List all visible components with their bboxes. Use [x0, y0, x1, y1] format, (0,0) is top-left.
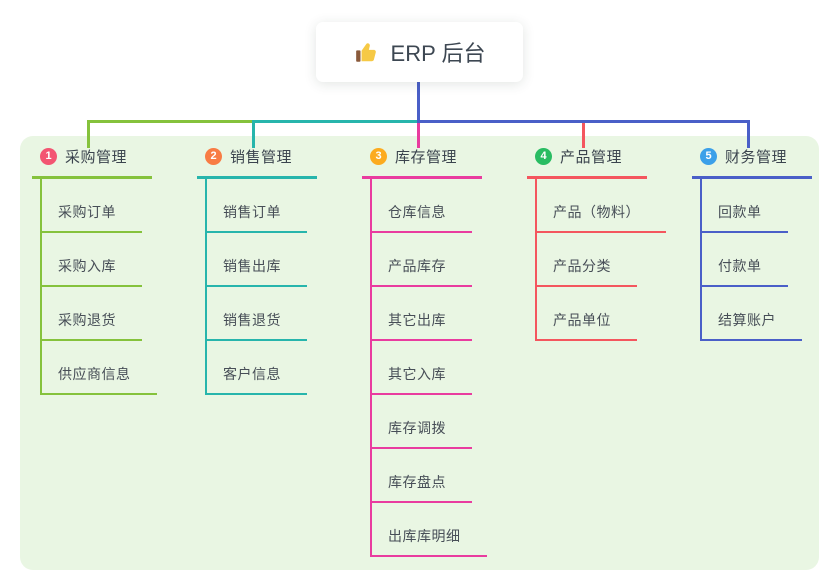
- branches-panel: [20, 136, 819, 570]
- child-node[interactable]: 库存调拨: [370, 395, 487, 449]
- child-node[interactable]: 其它出库: [370, 287, 487, 341]
- branch-number-badge: 2: [205, 148, 222, 165]
- child-node[interactable]: 产品单位: [535, 287, 666, 341]
- child-node[interactable]: 产品（物料）: [535, 179, 666, 233]
- root-connector: [417, 80, 420, 123]
- branch-finance: 5 财务管理 回款单 付款单 结算账户: [692, 146, 812, 341]
- child-node[interactable]: 采购订单: [40, 179, 157, 233]
- child-label: 产品单位: [535, 310, 637, 341]
- child-label: 其它入库: [370, 364, 472, 395]
- branch-label: 销售管理: [230, 149, 293, 166]
- thumbs-up-icon: [354, 39, 380, 65]
- branch-label: 产品管理: [560, 149, 623, 166]
- child-node[interactable]: 销售订单: [205, 179, 317, 233]
- branch-purchase: 1 采购管理 采购订单 采购入库 采购退货 供应商信息: [32, 146, 157, 395]
- child-node[interactable]: 产品分类: [535, 233, 666, 287]
- child-node[interactable]: 出库库明细: [370, 503, 487, 557]
- child-node[interactable]: 库存盘点: [370, 449, 487, 503]
- child-label: 产品（物料）: [535, 202, 666, 233]
- child-label: 采购订单: [40, 202, 142, 233]
- child-node[interactable]: 仓库信息: [370, 179, 487, 233]
- branch-header[interactable]: 2 销售管理: [197, 146, 317, 179]
- child-label: 库存盘点: [370, 472, 472, 503]
- root-node[interactable]: ERP 后台: [316, 22, 523, 82]
- connector-branch-4-drop: [582, 120, 585, 148]
- child-label: 销售出库: [205, 256, 307, 287]
- branch-number-badge: 4: [535, 148, 552, 165]
- branch-label: 库存管理: [395, 149, 458, 166]
- branch-children: 仓库信息 产品库存 其它出库 其它入库 库存调拨 库存盘点 出库库明细: [370, 179, 487, 557]
- child-label: 回款单: [700, 202, 788, 233]
- child-label: 产品库存: [370, 256, 472, 287]
- branch-number-badge: 1: [40, 148, 57, 165]
- branch-children: 销售订单 销售出库 销售退货 客户信息: [205, 179, 317, 395]
- child-label: 客户信息: [205, 364, 307, 395]
- child-label: 销售订单: [205, 202, 307, 233]
- child-label: 库存调拨: [370, 418, 472, 449]
- child-label: 销售退货: [205, 310, 307, 341]
- branch-children: 产品（物料） 产品分类 产品单位: [535, 179, 666, 341]
- child-node[interactable]: 采购入库: [40, 233, 157, 287]
- branch-sales: 2 销售管理 销售订单 销售出库 销售退货 客户信息: [197, 146, 317, 395]
- root-label: ERP 后台: [390, 41, 486, 66]
- connector-branch-5-horizontal: [419, 120, 750, 123]
- branch-number-badge: 5: [700, 148, 717, 165]
- child-label: 付款单: [700, 256, 788, 287]
- child-node[interactable]: 供应商信息: [40, 341, 157, 395]
- child-node[interactable]: 产品库存: [370, 233, 487, 287]
- connector-branch-2-drop: [252, 120, 255, 148]
- branch-inventory: 3 库存管理 仓库信息 产品库存 其它出库 其它入库 库存调拨 库存盘点 出库库…: [362, 146, 487, 557]
- child-node[interactable]: 采购退货: [40, 287, 157, 341]
- child-node[interactable]: 销售退货: [205, 287, 317, 341]
- child-label: 供应商信息: [40, 364, 157, 395]
- branch-header[interactable]: 5 财务管理: [692, 146, 812, 179]
- child-node[interactable]: 回款单: [700, 179, 812, 233]
- connector-branch-2-horizontal: [252, 120, 420, 123]
- branch-children: 采购订单 采购入库 采购退货 供应商信息: [40, 179, 157, 395]
- child-label: 仓库信息: [370, 202, 472, 233]
- branch-header[interactable]: 3 库存管理: [362, 146, 482, 179]
- connector-branch-5-drop: [747, 120, 750, 148]
- child-label: 结算账户: [700, 310, 802, 341]
- connector-branch-1-drop: [87, 120, 90, 148]
- branch-header[interactable]: 1 采购管理: [32, 146, 152, 179]
- branch-number-badge: 3: [370, 148, 387, 165]
- child-node[interactable]: 其它入库: [370, 341, 487, 395]
- child-node[interactable]: 销售出库: [205, 233, 317, 287]
- connector-branch-3-drop: [417, 120, 420, 148]
- child-label: 其它出库: [370, 310, 472, 341]
- child-node[interactable]: 客户信息: [205, 341, 317, 395]
- child-label: 产品分类: [535, 256, 637, 287]
- child-label: 采购退货: [40, 310, 142, 341]
- child-label: 出库库明细: [370, 526, 487, 557]
- branch-label: 采购管理: [65, 149, 128, 166]
- child-node[interactable]: 付款单: [700, 233, 812, 287]
- child-label: 采购入库: [40, 256, 142, 287]
- branch-product: 4 产品管理 产品（物料） 产品分类 产品单位: [527, 146, 666, 341]
- branch-children: 回款单 付款单 结算账户: [700, 179, 812, 341]
- branch-header[interactable]: 4 产品管理: [527, 146, 647, 179]
- branch-label: 财务管理: [725, 149, 788, 166]
- child-node[interactable]: 结算账户: [700, 287, 812, 341]
